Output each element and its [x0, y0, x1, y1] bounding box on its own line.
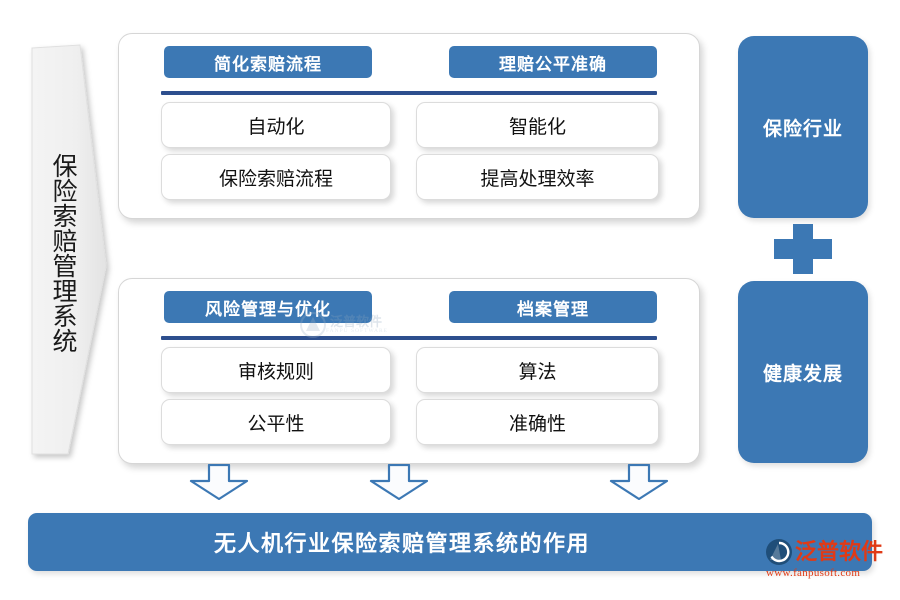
card-bottom-2-1[interactable]: 公平性	[161, 399, 391, 445]
card-top-1-1[interactable]: 自动化	[161, 102, 391, 148]
watermark-text: 泛普软件	[330, 314, 383, 329]
left-banner-arrow: 保险索赔管理系统	[28, 42, 110, 458]
panel-bottom: 风险管理与优化 档案管理 审核规则 算法 公平性 准确性	[118, 278, 700, 464]
panel-top-header-1[interactable]: 简化索赔流程	[164, 46, 372, 78]
bottom-banner[interactable]: 无人机行业保险索赔管理系统的作用	[28, 513, 872, 571]
plus-icon	[774, 224, 832, 274]
company-logo: 泛普软件 www.fanpusoft.com	[766, 538, 890, 584]
left-banner-label: 保险索赔管理系统	[49, 153, 76, 353]
panel-top: 简化索赔流程 理赔公平准确 自动化 智能化 保险索赔流程 提高处理效率	[118, 33, 700, 219]
card-bottom-1-2[interactable]: 算法	[416, 347, 659, 393]
panel-bottom-header-2[interactable]: 档案管理	[449, 291, 657, 323]
watermark-logo-icon	[300, 312, 326, 338]
watermark-subtext: FANPU SOFTWARE	[326, 328, 389, 334]
panel-top-header-2[interactable]: 理赔公平准确	[449, 46, 657, 78]
right-block-insurance-industry[interactable]: 保险行业	[738, 36, 868, 218]
card-bottom-2-2[interactable]: 准确性	[416, 399, 659, 445]
bottom-banner-text: 无人机行业保险索赔管理系统的作用	[213, 531, 590, 556]
right-block-healthy-development[interactable]: 健康发展	[738, 281, 868, 463]
panel-bottom-header-1[interactable]: 风险管理与优化	[164, 291, 372, 323]
arrow-down-icon-3	[608, 463, 670, 501]
panel-top-divider	[161, 91, 657, 95]
logo-url: www.fanpusoft.com	[766, 567, 861, 579]
panel-bottom-header-row: 风险管理与优化 档案管理	[119, 279, 699, 323]
left-banner-arrow-shape	[31, 44, 107, 455]
card-top-2-1[interactable]: 保险索赔流程	[161, 154, 391, 200]
arrow-down-icon-1	[188, 463, 250, 501]
watermark: 泛普软件 FANPU SOFTWARE	[300, 308, 440, 342]
logo-name: 泛普软件	[795, 539, 884, 564]
logo-mark-icon	[766, 539, 792, 565]
card-bottom-1-1[interactable]: 审核规则	[161, 347, 391, 393]
panel-top-header-row: 简化索赔流程 理赔公平准确	[119, 34, 699, 78]
card-top-1-2[interactable]: 智能化	[416, 102, 659, 148]
card-top-2-2[interactable]: 提高处理效率	[416, 154, 659, 200]
panel-bottom-divider	[161, 336, 657, 340]
arrow-down-icon-2	[368, 463, 430, 501]
